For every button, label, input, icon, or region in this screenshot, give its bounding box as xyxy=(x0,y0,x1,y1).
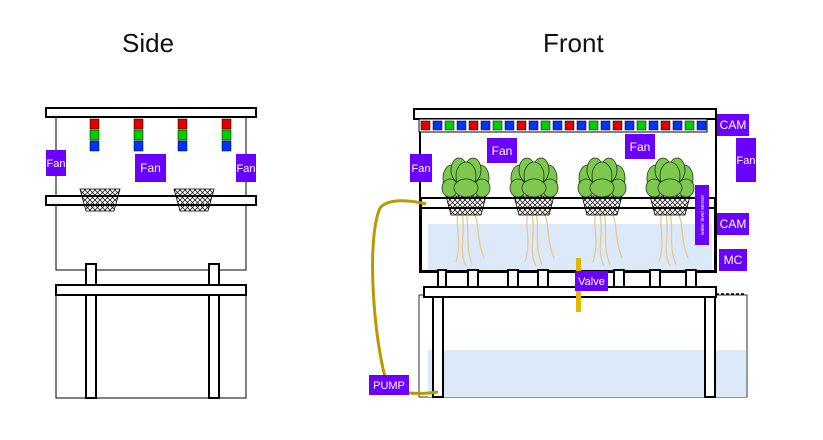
front-led-strip xyxy=(418,118,708,133)
svg-text:Fan: Fan xyxy=(140,161,161,175)
front-fan-center-1: Fan xyxy=(487,138,517,163)
led-cell xyxy=(600,120,611,131)
side-view: Fan Fan Fan xyxy=(45,107,257,399)
svg-text:Valve: Valve xyxy=(578,276,605,288)
pump: PUMP xyxy=(369,375,409,395)
front-leg xyxy=(432,296,444,398)
front-top-shelf xyxy=(413,108,717,120)
led-cell xyxy=(684,120,695,131)
front-net-pot xyxy=(581,195,623,216)
led-cell xyxy=(528,120,539,131)
svg-text:water level sensor: water level sensor xyxy=(700,195,706,236)
front-leg xyxy=(704,296,716,398)
side-fan-left: Fan xyxy=(46,150,66,176)
side-led-column xyxy=(221,118,232,152)
led-cell xyxy=(672,120,683,131)
side-led-column xyxy=(133,118,144,152)
front-net-pot xyxy=(513,195,555,216)
svg-text:CAM: CAM xyxy=(720,217,747,231)
svg-text:PUMP: PUMP xyxy=(373,380,405,392)
led-cell xyxy=(588,120,599,131)
svg-text:Fan: Fan xyxy=(47,158,66,170)
water-level-sensor: water level sensor xyxy=(695,185,709,245)
led-cell xyxy=(480,120,491,131)
led-cell xyxy=(504,120,515,131)
front-fan-center-2: Fan xyxy=(625,134,655,159)
svg-text:Fan: Fan xyxy=(630,140,651,154)
led-cell xyxy=(696,120,707,131)
roots xyxy=(455,211,689,267)
side-view-title: Side xyxy=(122,28,175,58)
front-net-pot xyxy=(445,195,487,216)
side-led-column xyxy=(177,118,188,152)
front-fan-right: Fan xyxy=(736,138,756,182)
led-cell xyxy=(660,120,671,131)
led-cell xyxy=(444,120,455,131)
microcontroller: MC xyxy=(719,249,747,271)
front-net-pot xyxy=(649,195,691,216)
led-cell xyxy=(468,120,479,131)
led-cell xyxy=(516,120,527,131)
camera-top: CAM xyxy=(717,114,749,136)
lettuce-head xyxy=(577,157,627,198)
side-lower-shelf xyxy=(55,284,247,296)
led-cell xyxy=(624,120,635,131)
svg-text:Fan: Fan xyxy=(737,155,756,167)
front-tray-water xyxy=(428,224,712,270)
lettuce-head xyxy=(509,157,559,198)
led-cell xyxy=(492,120,503,131)
led-cell xyxy=(576,120,587,131)
svg-text:Fan: Fan xyxy=(492,144,513,158)
side-net-pot xyxy=(173,188,215,212)
front-reservoir-water xyxy=(428,350,746,397)
side-mid-shelf xyxy=(45,195,257,206)
led-cell xyxy=(456,120,467,131)
led-cell xyxy=(432,120,443,131)
side-fan-right: Fan xyxy=(236,154,256,182)
front-view-title: Front xyxy=(543,28,604,58)
lettuce-plants xyxy=(441,157,695,198)
svg-text:MC: MC xyxy=(724,253,743,267)
camera-bottom: CAM xyxy=(717,213,749,235)
lettuce-head xyxy=(645,157,695,198)
side-net-pot xyxy=(79,188,121,212)
led-cell xyxy=(540,120,551,131)
front-led-row xyxy=(420,120,707,131)
valve: Valve xyxy=(575,271,608,291)
side-leg xyxy=(208,294,220,399)
svg-text:Fan: Fan xyxy=(237,163,256,175)
side-post xyxy=(85,263,97,287)
svg-text:Fan: Fan xyxy=(412,163,431,175)
led-cell xyxy=(648,120,659,131)
side-fan-center: Fan xyxy=(135,154,166,182)
front-lower-shelf xyxy=(423,286,717,298)
side-top-shelf xyxy=(45,107,257,118)
front-view: Fan Fan Fan Fan CAM CAM xyxy=(369,108,756,398)
side-post xyxy=(208,263,220,287)
led-cell xyxy=(552,120,563,131)
side-led-column xyxy=(89,118,100,152)
led-cell xyxy=(420,120,431,131)
led-cell xyxy=(612,120,623,131)
lettuce-head xyxy=(441,157,491,198)
led-cell xyxy=(636,120,647,131)
front-fan-left: Fan xyxy=(410,154,432,182)
led-cell xyxy=(564,120,575,131)
side-leg xyxy=(85,294,97,399)
svg-text:CAM: CAM xyxy=(720,118,747,132)
